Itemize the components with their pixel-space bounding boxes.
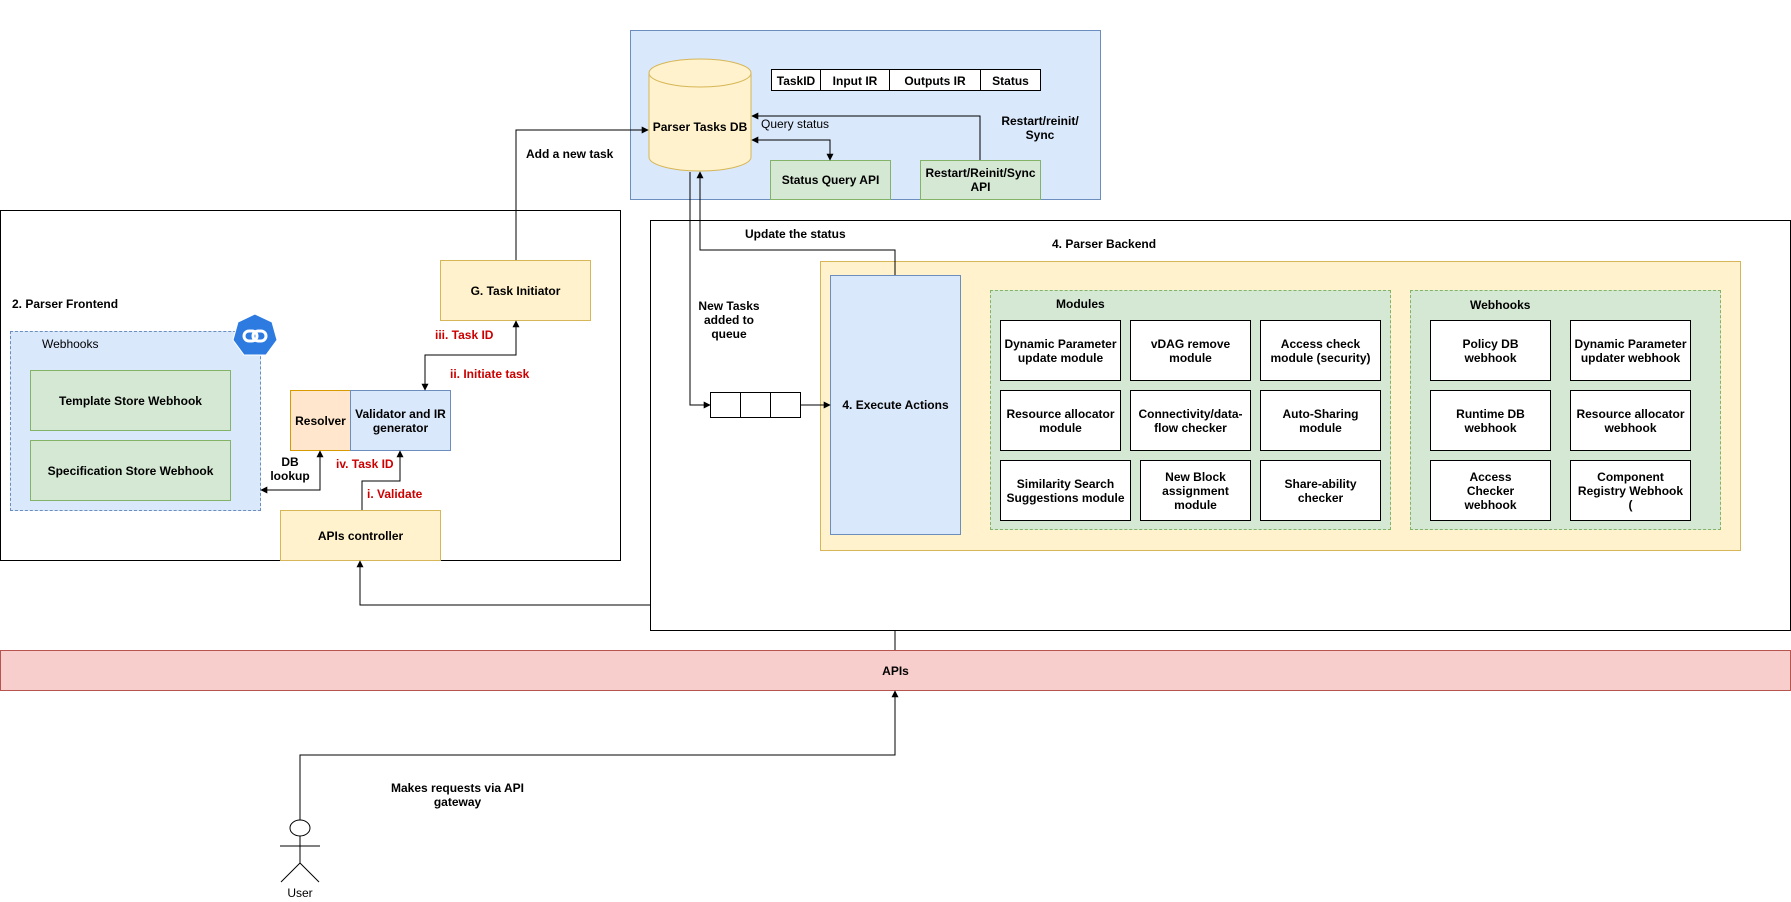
table-header-cell: Input IR — [821, 70, 890, 91]
webhook-link-icon — [232, 313, 278, 356]
task-initiator-box: G. Task Initiator — [440, 260, 591, 321]
webhook-dynamic-parameter-updater: Dynamic Parameter updater webhook — [1570, 320, 1691, 381]
apis-controller-box: APIs controller — [280, 510, 441, 561]
step-validate-label: i. Validate — [367, 487, 423, 501]
add-new-task-label: Add a new task — [526, 147, 614, 161]
parser-tasks-db-cylinder — [648, 58, 752, 172]
query-status-label: Query status — [761, 117, 830, 131]
db-table: TaskID Input IR Outputs IR Status — [771, 69, 1041, 91]
step-initiate-task-label: ii. Initiate task — [450, 367, 530, 381]
task-queue — [710, 392, 801, 418]
new-tasks-queue-label: New Tasks added to queue — [698, 299, 760, 341]
user-label: User — [287, 886, 313, 900]
webhook-component-registry: Component Registry Webhook ( — [1570, 460, 1691, 521]
webhook-access-checker: Access Checker webhook — [1430, 460, 1551, 521]
parser-tasks-db-label: Parser Tasks DB — [652, 120, 748, 134]
makes-requests-label: Makes requests via API gateway — [391, 781, 524, 809]
modules-title: Modules — [1056, 297, 1105, 311]
module-dynamic-parameter: Dynamic Parameter update module — [1000, 320, 1121, 381]
execute-actions-box: 4. Execute Actions — [830, 275, 961, 535]
module-share-ability-checker: Share-ability checker — [1260, 460, 1381, 521]
update-status-label: Update the status — [745, 227, 846, 241]
parser-backend-title: 4. Parser Backend — [1052, 237, 1157, 251]
module-resource-allocator: Resource allocator module — [1000, 390, 1121, 451]
webhook-resource-allocator: Resource allocator webhook — [1570, 390, 1691, 451]
status-query-api: Status Query API — [770, 160, 891, 200]
queue-slot — [770, 393, 771, 417]
step-task-id-iv-label: iv. Task ID — [336, 457, 394, 471]
db-lookup-label: DB lookup — [270, 455, 310, 483]
table-header-cell: Outputs IR — [890, 70, 981, 91]
module-auto-sharing: Auto-Sharing module — [1260, 390, 1381, 451]
module-access-check: Access check module (security) — [1260, 320, 1381, 381]
module-vdag-remove: vDAG remove module — [1130, 320, 1251, 381]
webhook-runtime-db: Runtime DB webhook — [1430, 390, 1551, 451]
template-store-webhook: Template Store Webhook — [30, 370, 231, 431]
user-stick-figure-icon — [280, 819, 320, 883]
specification-store-webhook: Specification Store Webhook — [30, 440, 231, 501]
table-header-cell: Status — [992, 73, 1029, 88]
table-header-cell: TaskID — [772, 70, 821, 91]
step-task-id-iii-label: iii. Task ID — [435, 328, 494, 342]
module-connectivity-checker: Connectivity/data-flow checker — [1130, 390, 1251, 451]
module-similarity-search: Similarity Search Suggestions module — [1000, 460, 1131, 521]
restart-reinit-sync-api: Restart/Reinit/Sync API — [920, 160, 1041, 200]
parser-frontend-title: 2. Parser Frontend — [12, 297, 119, 311]
module-new-block-assignment: New Block assignment module — [1140, 460, 1251, 521]
validator-ir-generator-box: Validator and IR generator — [350, 390, 451, 451]
queue-slot — [740, 393, 741, 417]
resolver-box: Resolver — [290, 390, 351, 451]
restart-label: Restart/reinit/ Sync — [1001, 114, 1079, 142]
apis-bar: APIs — [0, 650, 1791, 691]
backend-webhooks-title: Webhooks — [1470, 298, 1531, 312]
webhook-policy-db: Policy DB webhook — [1430, 320, 1551, 381]
frontend-webhooks-title: Webhooks — [42, 337, 99, 351]
